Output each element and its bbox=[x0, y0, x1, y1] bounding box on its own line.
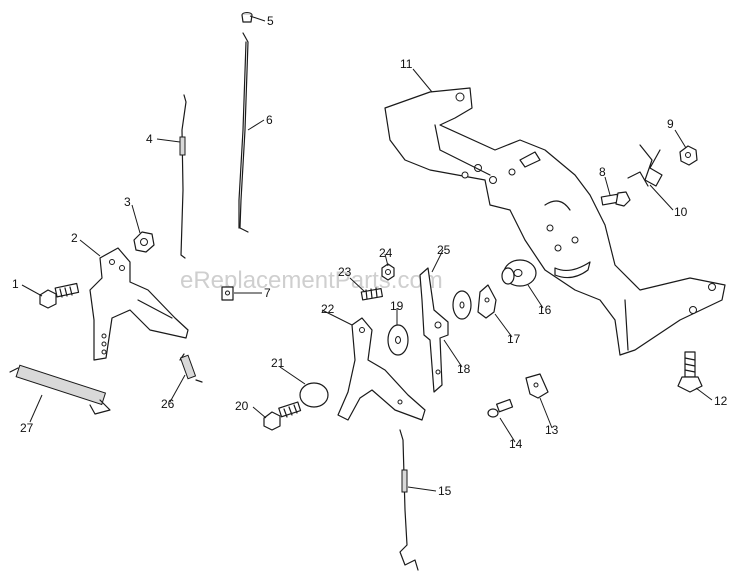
callout-12: 12 bbox=[714, 394, 728, 408]
part-22-lever[interactable] bbox=[337, 317, 426, 421]
callout-18: 18 bbox=[457, 362, 471, 376]
part-13-clip[interactable] bbox=[525, 373, 549, 399]
callout-24: 24 bbox=[379, 246, 393, 260]
part-15-rod[interactable] bbox=[399, 429, 419, 571]
callout-10: 10 bbox=[674, 205, 688, 219]
callout-3: 3 bbox=[124, 195, 131, 209]
callout-27: 27 bbox=[20, 421, 34, 435]
callout-20: 20 bbox=[235, 399, 249, 413]
callout-13: 13 bbox=[545, 423, 559, 437]
callout-5: 5 bbox=[267, 14, 274, 28]
part-18-lever-plate[interactable] bbox=[419, 267, 449, 393]
part-14-screw[interactable] bbox=[487, 398, 514, 418]
callout-26: 26 bbox=[161, 397, 175, 411]
callout-22: 22 bbox=[321, 302, 335, 316]
part-1-bolt[interactable] bbox=[39, 282, 80, 309]
part-4-wire-spring[interactable] bbox=[179, 94, 187, 259]
part-12-bolt[interactable] bbox=[677, 351, 703, 393]
callout-16: 16 bbox=[538, 303, 552, 317]
callout-7: 7 bbox=[264, 286, 271, 300]
part-9-nut[interactable] bbox=[679, 145, 698, 166]
part-11-bracket[interactable] bbox=[384, 87, 726, 356]
part-8-screw[interactable] bbox=[600, 191, 631, 207]
part-7-clip[interactable] bbox=[221, 286, 234, 301]
callout-labels: 1 2 3 4 5 6 7 8 9 10 11 12 13 14 15 16 1… bbox=[12, 14, 728, 498]
part-26-small-spring[interactable] bbox=[179, 353, 203, 383]
part-19-washer[interactable] bbox=[387, 324, 409, 356]
part-6-rod[interactable] bbox=[238, 32, 249, 233]
part-24-small-nut[interactable] bbox=[381, 263, 395, 281]
callout-19: 19 bbox=[390, 299, 404, 313]
callout-15: 15 bbox=[438, 484, 452, 498]
callout-4: 4 bbox=[146, 132, 153, 146]
part-25-washer[interactable] bbox=[452, 290, 472, 320]
callout-1: 1 bbox=[12, 277, 19, 291]
callout-23: 23 bbox=[338, 265, 352, 279]
leader-lines bbox=[21, 15, 713, 492]
callout-6: 6 bbox=[266, 113, 273, 127]
part-17-clip[interactable] bbox=[477, 284, 497, 319]
part-5-cap[interactable] bbox=[241, 12, 253, 23]
callout-8: 8 bbox=[599, 165, 606, 179]
watermark: eReplacementParts.com bbox=[180, 267, 443, 294]
part-23-screw[interactable] bbox=[360, 287, 383, 301]
callout-9: 9 bbox=[667, 117, 674, 131]
part-2-lever-bracket[interactable] bbox=[89, 247, 189, 361]
callout-21: 21 bbox=[271, 356, 285, 370]
part-16-disc[interactable] bbox=[501, 259, 537, 287]
callout-11: 11 bbox=[400, 57, 413, 71]
callout-17: 17 bbox=[507, 332, 521, 346]
part-21-washer[interactable] bbox=[299, 382, 329, 408]
callout-14: 14 bbox=[509, 437, 523, 451]
part-10-torsion-spring[interactable] bbox=[627, 144, 663, 187]
part-20-bolt[interactable] bbox=[263, 401, 302, 431]
part-3-nut[interactable] bbox=[133, 231, 155, 253]
callout-25: 25 bbox=[437, 243, 451, 257]
callout-2: 2 bbox=[71, 231, 78, 245]
part-27-spring[interactable] bbox=[9, 364, 111, 415]
